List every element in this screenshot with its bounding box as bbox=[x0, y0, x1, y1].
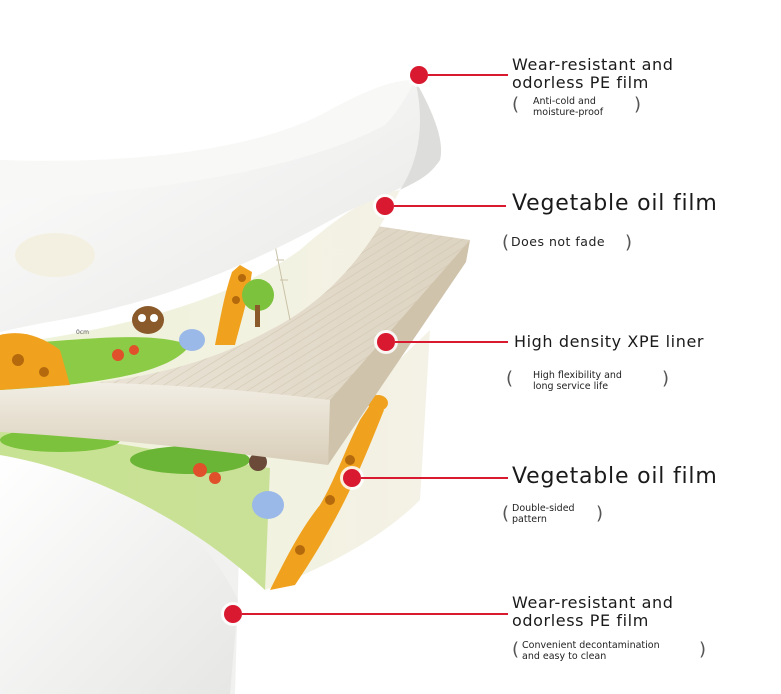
ruler-zero-mark: 0cm bbox=[76, 329, 89, 336]
upper-printed-film: 0cm bbox=[0, 190, 400, 390]
top-pe-film bbox=[0, 80, 442, 332]
